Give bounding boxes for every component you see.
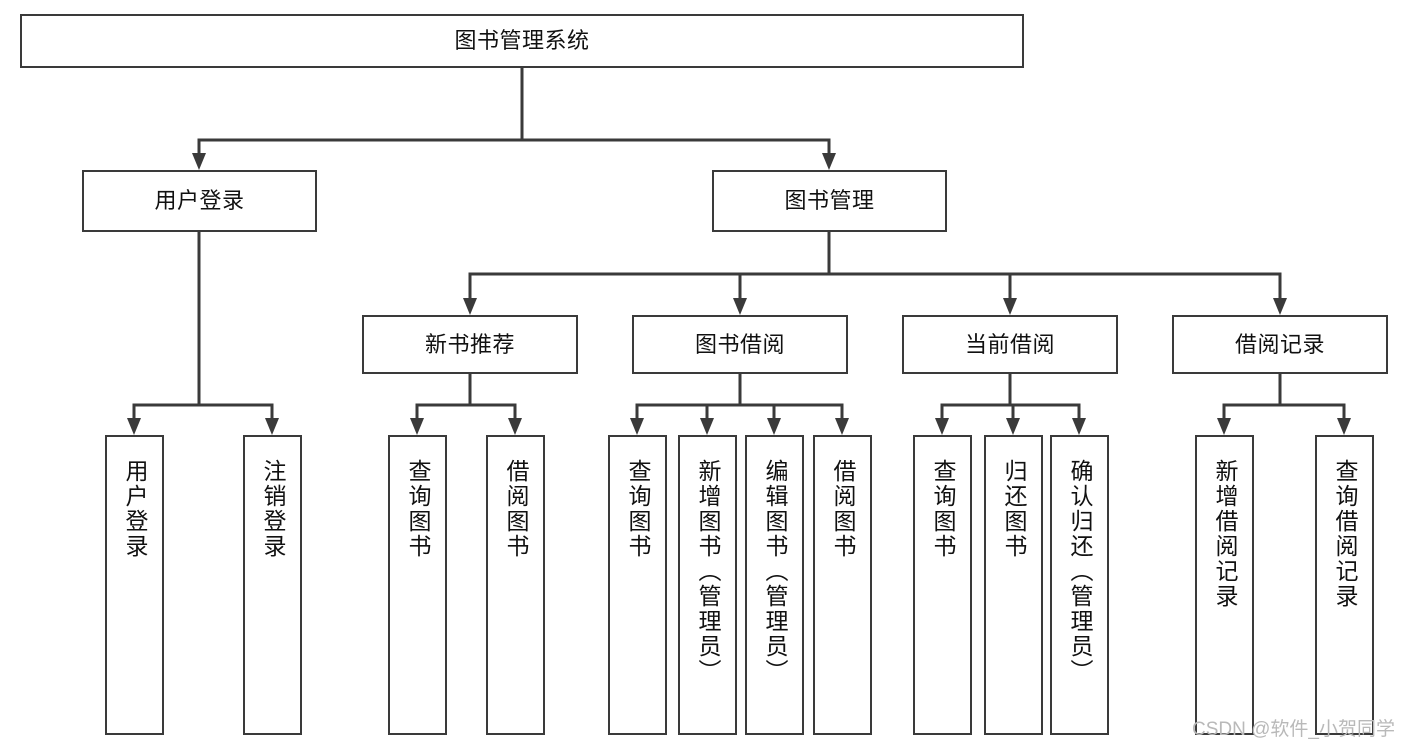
- node-label: 借阅记录: [1234, 331, 1325, 357]
- node-label: 借阅图书: [830, 459, 856, 559]
- node-leaf-borrow-book-1[interactable]: 借阅图书: [486, 435, 545, 735]
- node-label: 归还图书: [1001, 459, 1027, 559]
- node-label: 查询图书: [930, 459, 956, 559]
- node-leaf-add-record[interactable]: 新增借阅记录: [1195, 435, 1254, 735]
- node-label: 查询图书: [625, 459, 651, 559]
- node-label: 图书管理系统: [454, 28, 590, 54]
- node-label: 编辑图书（管理员）: [762, 459, 788, 684]
- node-leaf-query-record[interactable]: 查询借阅记录: [1315, 435, 1374, 735]
- node-label: 查询借阅记录: [1332, 459, 1358, 609]
- node-label: 新增借阅记录: [1212, 459, 1238, 609]
- node-current-borrow[interactable]: 当前借阅: [902, 315, 1118, 374]
- node-label: 图书借阅: [694, 331, 785, 357]
- node-leaf-confirm-return[interactable]: 确认归还（管理员）: [1050, 435, 1109, 735]
- node-book-borrow[interactable]: 图书借阅: [632, 315, 848, 374]
- node-label: 用户登录: [154, 188, 245, 214]
- node-leaf-query-book-3[interactable]: 查询图书: [913, 435, 972, 735]
- node-book-manage[interactable]: 图书管理: [712, 170, 947, 232]
- node-leaf-query-book-2[interactable]: 查询图书: [608, 435, 667, 735]
- node-label: 图书管理: [784, 188, 875, 214]
- node-label: 新书推荐: [424, 331, 515, 357]
- node-borrow-record[interactable]: 借阅记录: [1172, 315, 1388, 374]
- node-label: 查询图书: [405, 459, 431, 559]
- node-leaf-query-book-1[interactable]: 查询图书: [388, 435, 447, 735]
- node-leaf-edit-book[interactable]: 编辑图书（管理员）: [745, 435, 804, 735]
- node-label: 新增图书（管理员）: [695, 459, 721, 684]
- node-leaf-borrow-book-2[interactable]: 借阅图书: [813, 435, 872, 735]
- node-leaf-add-book[interactable]: 新增图书（管理员）: [678, 435, 737, 735]
- node-leaf-return-book[interactable]: 归还图书: [984, 435, 1043, 735]
- node-leaf-logout[interactable]: 注销登录: [243, 435, 302, 735]
- node-leaf-user-login[interactable]: 用户登录: [105, 435, 164, 735]
- node-label: 借阅图书: [503, 459, 529, 559]
- node-user-login[interactable]: 用户登录: [82, 170, 317, 232]
- node-label: 当前借阅: [964, 331, 1055, 357]
- node-label: 用户登录: [122, 459, 148, 559]
- node-label: 注销登录: [260, 459, 286, 559]
- node-new-book-recommend[interactable]: 新书推荐: [362, 315, 578, 374]
- node-label: 确认归还（管理员）: [1067, 459, 1093, 684]
- node-root-图书管理系统[interactable]: 图书管理系统: [20, 14, 1024, 68]
